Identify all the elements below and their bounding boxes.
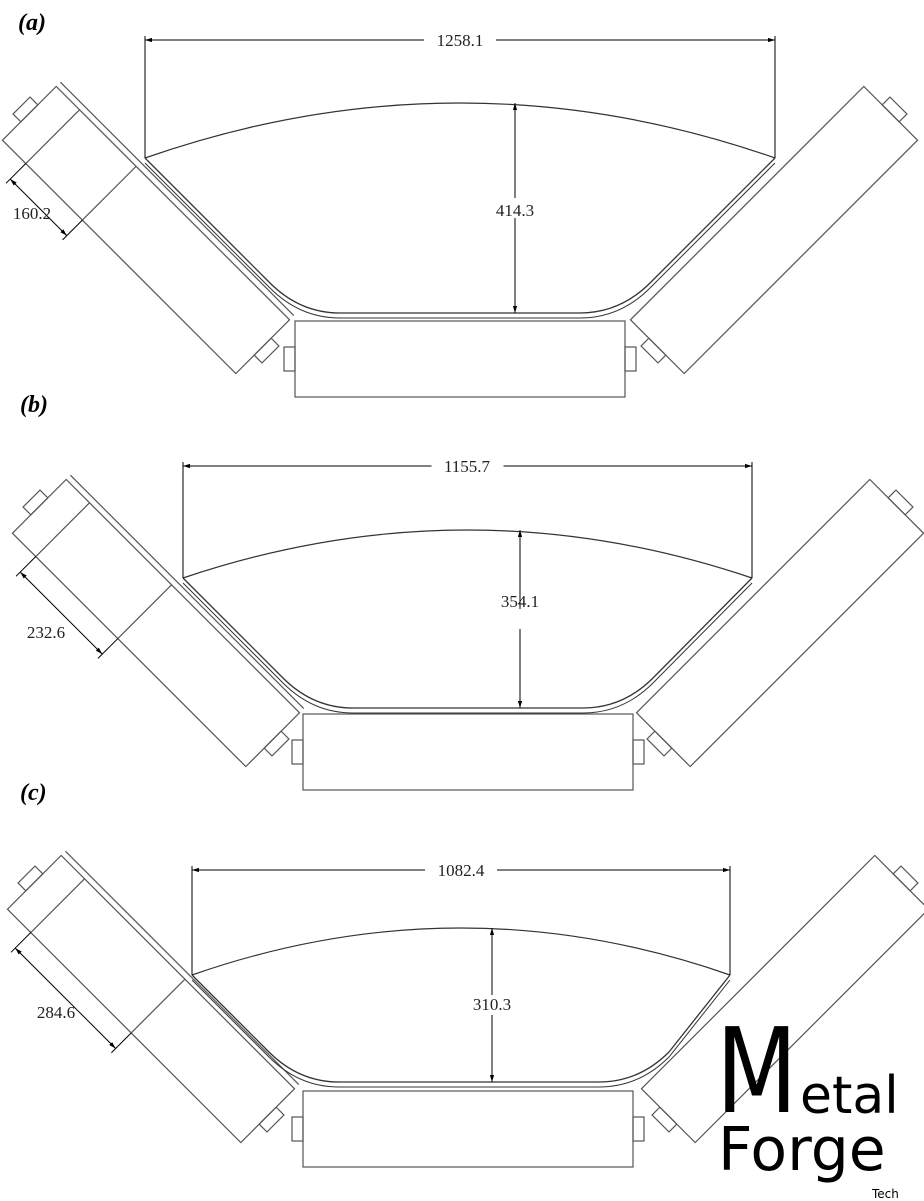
conveyor-belt	[191, 974, 731, 1083]
panel-label-a: (a)	[18, 10, 46, 36]
roller-body	[1, 85, 291, 375]
panel-label-b: (b)	[20, 392, 48, 418]
shaft-dimension-line	[19, 571, 103, 655]
roller-divider	[117, 584, 172, 639]
conveyor-belt-underside	[182, 582, 753, 714]
material-surface-arc	[144, 102, 776, 159]
logo-line1: etal	[800, 1066, 899, 1126]
roller-end-cap	[258, 1106, 285, 1133]
logo-initial: M	[716, 1002, 798, 1140]
roller-end-cap	[263, 730, 290, 757]
extension-line	[62, 219, 83, 241]
panel-a-text: (a) 1258.1 414.3 160.2	[13, 10, 534, 223]
roller-end-cap	[291, 1116, 304, 1142]
center-idler-roller	[283, 320, 637, 398]
side-plate	[60, 81, 295, 316]
roller-end-cap	[881, 96, 908, 123]
panel-a	[1, 31, 919, 398]
shaft-dim-a: 160.2	[13, 204, 51, 223]
trough-width-dim-a: 1258.1	[437, 31, 484, 50]
roller-body	[302, 713, 634, 791]
logo-line2: Forge	[718, 1115, 886, 1185]
logo-line3: Tech	[872, 1187, 899, 1201]
shaft-dim-c: 284.6	[37, 1003, 75, 1022]
extension-line	[5, 163, 27, 184]
left-wing-idler-roller	[11, 474, 305, 768]
roller-body	[6, 854, 296, 1144]
trough-depth-dim-c: 310.3	[473, 995, 511, 1014]
trough-depth-dim-a: 414.3	[496, 201, 534, 220]
roller-end-cap	[632, 1116, 645, 1142]
conveyor-belt	[144, 157, 776, 314]
conveyor-belt-underside	[191, 979, 731, 1088]
side-plate	[70, 474, 305, 709]
panel-b	[11, 457, 924, 791]
trough-width-dim-b: 1155.7	[444, 457, 491, 476]
roller-end-cap	[22, 489, 49, 516]
right-wing-idler-roller	[635, 478, 924, 768]
left-wing-idler-roller	[6, 850, 300, 1144]
center-idler-roller	[291, 713, 645, 791]
panel-b-text: (b) 1155.7 354.1 232.6	[20, 392, 539, 642]
right-wing-idler-roller	[640, 854, 924, 1144]
roller-body	[635, 478, 924, 768]
roller-end-cap	[651, 1106, 678, 1133]
extension-line	[111, 1032, 132, 1054]
roller-end-cap	[646, 730, 673, 757]
roller-end-cap	[17, 865, 44, 892]
trough-width-dim-c: 1082.4	[438, 861, 485, 880]
roller-end-cap	[12, 96, 39, 123]
shaft-dim-b: 232.6	[27, 623, 65, 642]
roller-end-cap	[887, 489, 914, 516]
roller-divider	[25, 109, 80, 164]
left-wing-idler-roller	[1, 81, 295, 375]
dimension-text-bg	[489, 198, 541, 218]
roller-body	[294, 320, 626, 398]
roller-divider	[30, 878, 85, 933]
dimension-text-bg	[425, 861, 497, 879]
shaft-dimension-line	[14, 947, 116, 1049]
roller-divider	[35, 502, 90, 557]
shaft-dimension-line	[9, 178, 68, 237]
material-surface-arc	[191, 927, 731, 976]
right-wing-idler-roller	[629, 85, 919, 375]
roller-end-cap	[624, 346, 637, 372]
panel-label-c: (c)	[20, 780, 47, 806]
roller-end-cap	[283, 346, 296, 372]
roller-divider	[81, 165, 137, 221]
roller-end-cap	[291, 739, 304, 765]
dimension-text-bg	[466, 995, 518, 1015]
extension-line	[97, 638, 119, 659]
panel-c	[6, 850, 924, 1168]
conveyor-belt	[182, 577, 753, 709]
dimension-text-bg	[431, 457, 504, 475]
extension-line	[15, 556, 37, 577]
roller-body	[629, 85, 919, 375]
dimension-text-bg	[494, 609, 546, 629]
roller-body	[302, 1090, 634, 1168]
extension-line	[10, 932, 32, 953]
panel-c-text: (c) 1082.4 310.3 284.6	[20, 780, 511, 1022]
roller-end-cap	[640, 337, 667, 364]
trough-depth-dim-b: 354.1	[501, 592, 539, 611]
conveyor-belt-underside	[144, 162, 776, 319]
side-plate	[65, 850, 300, 1085]
roller-divider	[130, 978, 186, 1034]
roller-end-cap	[892, 865, 919, 892]
dimension-text-bg	[424, 31, 496, 49]
roller-end-cap	[253, 337, 280, 364]
roller-end-cap	[632, 739, 645, 765]
material-surface-arc	[182, 529, 753, 579]
center-idler-roller	[291, 1090, 645, 1168]
